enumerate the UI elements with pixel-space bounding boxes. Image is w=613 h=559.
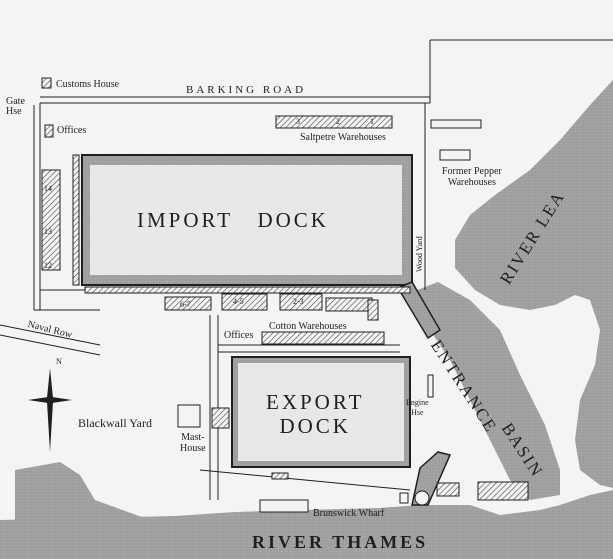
engine-house-label: Engine Hse <box>406 398 429 417</box>
blackwall-basin <box>15 462 175 559</box>
west-warehouse-13: 13 <box>44 227 52 236</box>
west-warehouse-14: 14 <box>44 184 52 193</box>
saltpetre-warehouses-label: Saltpetre Warehouses <box>300 132 386 143</box>
blackwall-yard-label: Blackwall Yard <box>78 416 152 430</box>
saltpetre-number-2: 2 <box>336 117 340 126</box>
river-thames-label: RIVER THAMES <box>252 532 429 552</box>
wood-yard-label: Wood Yard <box>415 236 424 272</box>
west-warehouse-12: 12 <box>44 261 52 270</box>
offices-mid-label: Offices <box>224 330 254 341</box>
import-dock-label: IMPORT DOCK <box>137 208 329 232</box>
gate-house-label: Gate Hse <box>6 96 25 117</box>
compass-north-label: N <box>56 357 62 366</box>
offices-top-label: Offices <box>57 125 87 136</box>
entrance-basin-water <box>412 282 560 500</box>
import-warehouse-6-7: 6-7 <box>180 300 191 309</box>
import-warehouse-4-5: 4-5 <box>233 297 244 306</box>
saltpetre-number-1: 1 <box>370 117 374 126</box>
saltpetre-number-3: 3 <box>296 117 300 126</box>
compass-rose <box>28 368 72 452</box>
other-buildings <box>177 119 482 513</box>
import-lock <box>396 281 442 340</box>
mast-house-label: Mast- House <box>180 432 206 454</box>
pepper-warehouses-label: Former Pepper Warehouses <box>442 166 502 188</box>
barking-road-label: BARKING ROAD <box>186 84 307 96</box>
customs-house-label: Customs House <box>56 79 120 90</box>
brunswick-wharf-label: Brunswick Wharf <box>313 508 385 519</box>
warehouse-blocks <box>41 77 529 501</box>
import-warehouse-2-3: 2-3 <box>293 297 304 306</box>
cotton-warehouses-label: Cotton Warehouses <box>269 321 347 332</box>
export-dock-label: EXPORT DOCK <box>266 390 365 438</box>
river-lea-water <box>455 80 613 488</box>
